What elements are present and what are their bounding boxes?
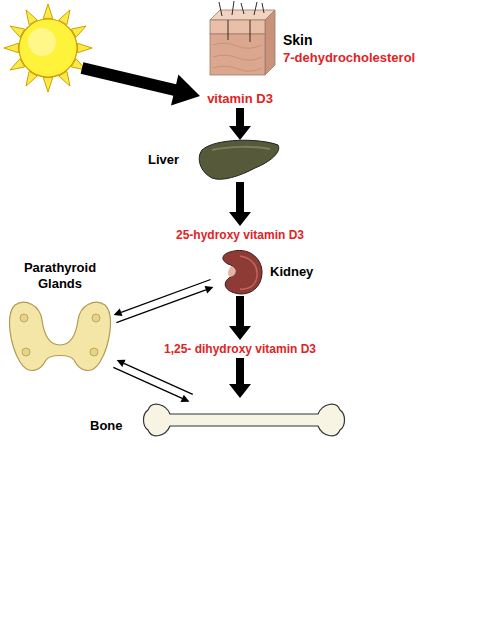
kidney-hilum — [228, 266, 236, 277]
kidney-cortex — [240, 256, 257, 289]
bone — [144, 404, 345, 436]
node-label: Bone — [90, 418, 123, 434]
arrow-shaft — [124, 363, 193, 394]
flow-arrow — [229, 182, 251, 226]
skin-hairs — [219, 1, 264, 42]
sun-disc — [19, 19, 77, 77]
arrow-shaft — [236, 182, 244, 212]
organ-node: Skin7-dehydrocholesterol — [205, 8, 275, 76]
flow-arrow — [229, 108, 251, 140]
flow-arrow — [113, 367, 189, 402]
arrow-shaft — [116, 290, 205, 323]
skin-epidermis — [210, 20, 265, 34]
flow-arrow — [229, 296, 251, 340]
kidney — [223, 250, 262, 294]
node-label: Kidney — [270, 264, 313, 280]
flow-arrow — [117, 360, 193, 395]
skin-side — [265, 10, 275, 75]
arrow-head — [229, 384, 251, 398]
arrow-head — [229, 326, 251, 340]
node-label: Parathyroid Glands — [15, 260, 105, 292]
flow-arrow — [116, 286, 213, 323]
skin-dermis — [210, 34, 265, 75]
arrow-shaft — [236, 358, 244, 384]
organ-node: 1,25- dihydroxy vitamin D3 — [140, 340, 340, 358]
arrow-shaft — [236, 296, 244, 326]
arrow-head — [181, 395, 190, 402]
node-label: 25-hydroxy vitamin D3 — [150, 227, 330, 243]
liver — [199, 140, 279, 179]
node-label: vitamin D3 — [190, 91, 290, 107]
node-label: Skin — [283, 32, 313, 48]
organ-node: Parathyroid Glands — [5, 300, 115, 378]
node-label: Liver — [148, 152, 179, 168]
sunlight-arrow — [81, 62, 200, 105]
organ-node: vitamin D3 — [190, 90, 290, 108]
organ-node: Liver — [200, 140, 280, 182]
arrow-head — [204, 286, 213, 294]
parathyroid-glands — [10, 302, 111, 370]
sun-highlight — [28, 28, 56, 56]
arrow-head — [114, 309, 123, 317]
flow-arrow — [114, 280, 211, 317]
arrow-shaft — [113, 367, 182, 398]
organ-node: Bone — [140, 398, 340, 442]
node-label: 7-dehydrocholesterol — [283, 50, 415, 66]
skin-top — [210, 10, 275, 20]
gland — [90, 348, 98, 356]
skin-texture — [213, 43, 262, 71]
node-label: 1,25- dihydroxy vitamin D3 — [140, 341, 340, 357]
organ-node: 25-hydroxy vitamin D3 — [150, 226, 330, 244]
arrow-shaft — [121, 280, 210, 313]
gland — [20, 314, 28, 322]
arrow-head — [229, 126, 251, 140]
flow-arrow — [229, 358, 251, 398]
arrow-head — [117, 360, 126, 367]
gland — [22, 348, 30, 356]
gland — [92, 314, 100, 322]
sun-rays — [4, 4, 92, 92]
arrow-shaft — [236, 108, 244, 126]
arrow-head — [229, 212, 251, 226]
organ-node: Kidney — [212, 250, 268, 296]
liver-shading — [212, 147, 270, 150]
